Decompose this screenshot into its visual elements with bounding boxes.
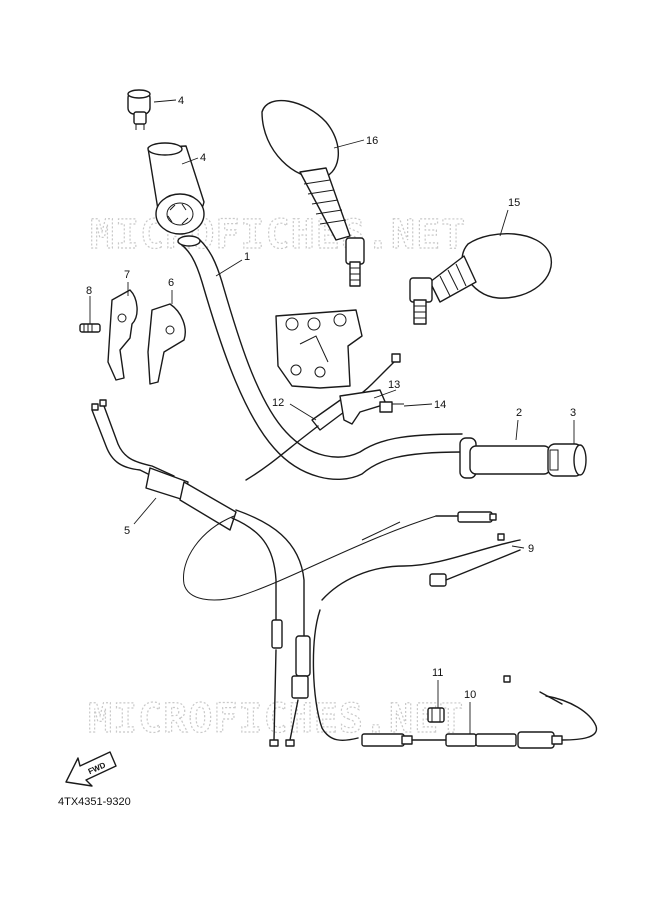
handlebar xyxy=(177,235,463,481)
cable-clamp xyxy=(427,707,445,723)
callout-15: 15 xyxy=(508,197,520,209)
callout-1: 1 xyxy=(244,251,250,263)
callout-12: 12 xyxy=(272,397,284,409)
watermark-bottom: MICROFICHES.NET xyxy=(88,696,464,742)
callout-3: 4 xyxy=(200,152,206,164)
handlebar-grip-right xyxy=(459,437,587,479)
leader-lines xyxy=(89,99,575,734)
throttle-grip xyxy=(147,142,205,235)
mirror-right xyxy=(409,233,553,325)
callout-11: 11 xyxy=(432,667,443,679)
mirror-left xyxy=(261,99,365,287)
clutch-cable xyxy=(312,511,521,741)
callout-5: 5 xyxy=(124,525,130,537)
callout-7: 7 xyxy=(124,269,130,281)
cable-routing-outline xyxy=(183,515,437,601)
grip-end-housing xyxy=(79,289,186,385)
speedometer-cable xyxy=(361,675,598,749)
fwd-arrow-icon: FWD xyxy=(65,751,117,787)
bar-end-left xyxy=(127,89,151,130)
callout-6: 6 xyxy=(168,277,174,289)
callout-4-right: 3 xyxy=(570,407,576,419)
watermark-top: MICROFICHES.NET xyxy=(90,212,466,258)
callout-8: 8 xyxy=(86,285,92,297)
routing-mark xyxy=(361,521,401,541)
callout-2: 2 xyxy=(516,407,522,419)
cable-guide xyxy=(245,353,404,481)
handlebar-holder xyxy=(275,309,363,389)
callout-9: 9 xyxy=(528,543,534,555)
callout-16: 16 xyxy=(366,135,378,147)
callout-4-top: 4 xyxy=(178,95,184,107)
callout-14: 14 xyxy=(434,399,446,411)
throttle-cable xyxy=(91,399,311,747)
callout-10: 10 xyxy=(464,689,476,701)
callout-13: 13 xyxy=(388,379,400,391)
diagram-code: 4TX4351-9320 xyxy=(58,796,131,808)
